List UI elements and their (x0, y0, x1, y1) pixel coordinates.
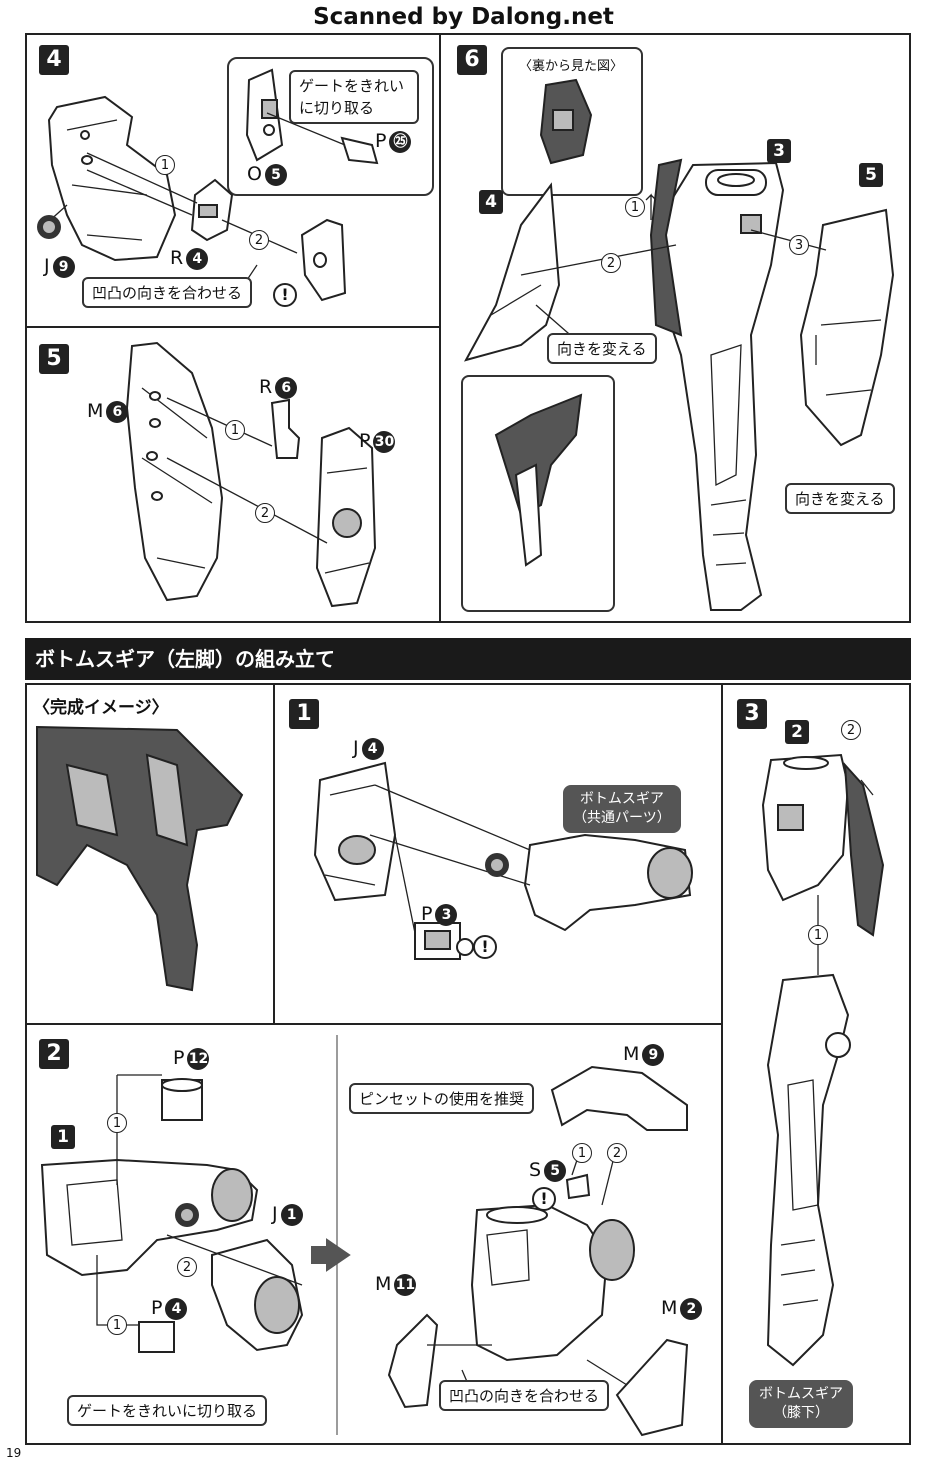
arrow-step-2: 2 (249, 230, 269, 250)
arrow-step-1: 1 (155, 155, 175, 175)
part-number-badge: 9 (642, 1043, 665, 1066)
sub-step-5: 5 (859, 163, 883, 187)
arrow-step-1: 1 (625, 197, 645, 217)
part-number-badge: 11 (394, 1273, 417, 1296)
arrow-step-2: 2 (841, 720, 861, 740)
nipper-tool-icon (485, 853, 509, 877)
arrow-step-3: 3 (789, 235, 809, 255)
sub-step-2: 2 (785, 720, 809, 744)
step-number: 3 (737, 699, 767, 729)
thigh-assembly-drawing (40, 1035, 689, 1437)
part-number-badge: 1 (280, 1203, 303, 1226)
panel-step-3: 3 2 1 2 ボトムスギア （膝下） (721, 683, 911, 1445)
panel-step-2: 2 1 1 (25, 1023, 723, 1445)
nipper-tool-icon (37, 215, 61, 239)
arrow-step-1: 1 (225, 420, 245, 440)
hip-joint-drawing (313, 761, 693, 960)
part-number-badge: 5 (544, 1159, 567, 1182)
shield-plate-drawing (125, 341, 377, 608)
alignment-note: 凹凸の向きを合わせる (82, 277, 253, 308)
common-part-label: ボトムスギア （共通パーツ） (563, 785, 681, 833)
sub-step-1: 1 (51, 1125, 75, 1149)
alignment-note: 凹凸の向きを合わせる (439, 1380, 610, 1411)
arrow-step-1: 1 (808, 925, 828, 945)
sub-step-3: 3 (767, 139, 791, 163)
part-number-badge: 4 (186, 247, 209, 270)
back-view-box (501, 47, 643, 196)
orientation-note-right: 向きを変える (785, 483, 895, 514)
leg-assembly-drawing (463, 78, 895, 611)
back-view-label: 〈裏から見た図〉 (518, 59, 623, 74)
orientation-note-left: 向きを変える (547, 333, 657, 364)
armor-plate-drawing (46, 68, 379, 302)
arrow-step-2: 2 (601, 253, 621, 273)
complete-leg-photo (36, 725, 244, 992)
page-number: 19 (6, 1446, 22, 1460)
watermark-text: Scanned by Dalong.net (313, 4, 614, 30)
part-number-badge: 4 (165, 1297, 188, 1320)
arrow-step-2: 2 (255, 503, 275, 523)
step-number: 4 (39, 45, 69, 75)
gate-note: ゲートをきれい に切り取る (289, 70, 419, 124)
tweezers-note: ピンセットの使用を推奨 (349, 1083, 535, 1114)
warning-icon: ! (273, 283, 297, 307)
sub-step-4: 4 (479, 190, 503, 214)
part-number-badge: 3 (435, 903, 458, 926)
lower-leg-label: ボトムスギア （膝下） (749, 1380, 853, 1428)
part-number-badge: 6 (275, 376, 298, 399)
step-number: 5 (39, 344, 69, 374)
complete-image-label: 〈完成イメージ〉 (33, 698, 169, 718)
arrow-step-1b: 1 (107, 1315, 127, 1335)
part-number-badge: ㉕ (389, 130, 412, 153)
step-number: 6 (457, 45, 487, 75)
complete-image-panel: 〈完成イメージ〉 (25, 683, 275, 1025)
part-number-badge: 5 (264, 163, 287, 186)
panel-step-6: 6 〈裏から見た図〉 4 3 5 1 2 3 向きを変える (439, 33, 911, 623)
step-number: 1 (289, 699, 319, 729)
detail-box (461, 375, 615, 612)
nipper-tool-icon (175, 1203, 199, 1227)
part-number-badge: 9 (52, 255, 75, 278)
warning-icon: ! (473, 935, 497, 959)
knee-assembly-drawing (761, 753, 885, 1367)
arrow-step-2: 2 (177, 1257, 197, 1277)
part-number-badge: 12 (187, 1047, 210, 1070)
warning-icon: ! (532, 1187, 556, 1211)
part-number-badge: 2 (680, 1297, 703, 1320)
arrow-step-1: 1 (107, 1113, 127, 1133)
part-number-badge: 4 (361, 737, 384, 760)
gate-note: ゲートをきれいに切り取る (67, 1395, 268, 1426)
arrow-step-1c: 1 (572, 1143, 592, 1163)
arrow-step-2b: 2 (607, 1143, 627, 1163)
section-title: ボトムスギア（左脚）の組み立て (25, 638, 911, 680)
part-number-badge: 6 (106, 400, 129, 423)
part-number-badge: 30 (373, 430, 396, 453)
step-number: 2 (39, 1039, 69, 1069)
